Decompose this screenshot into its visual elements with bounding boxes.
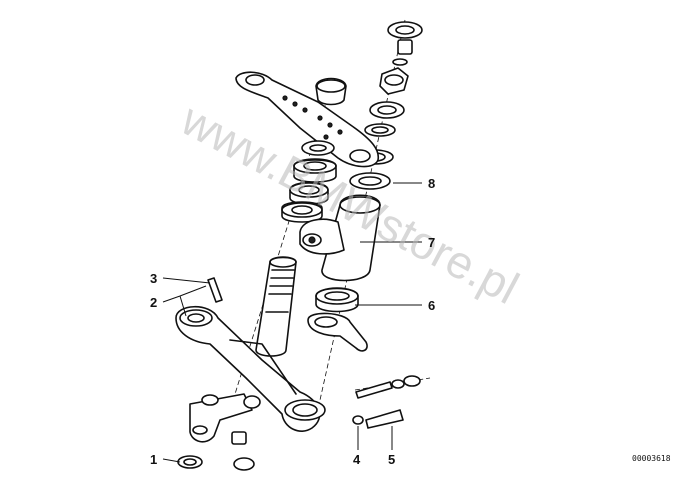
lower-bracket-parts [177,393,261,471]
pin [207,277,223,303]
steering-stem [255,256,297,357]
callout-1: 1 [150,452,157,467]
diagram-id: 00003618 [632,454,671,463]
lower-fork-bridge [175,306,326,432]
leader-lines [162,182,422,463]
fork-tube-sleeve [299,172,391,282]
callout-6: 6 [428,298,435,313]
callout-5: 5 [388,452,395,467]
callout-7: 7 [428,235,435,250]
callout-2: 2 [150,295,157,310]
bolts [352,375,421,429]
callout-8: 8 [428,176,435,191]
callout-3: 3 [150,271,157,286]
upper-fork-bridge [235,71,380,168]
steering-bearing-stack [281,140,337,223]
callout-4: 4 [353,452,361,467]
lower-ring-and-clamp [307,287,368,352]
